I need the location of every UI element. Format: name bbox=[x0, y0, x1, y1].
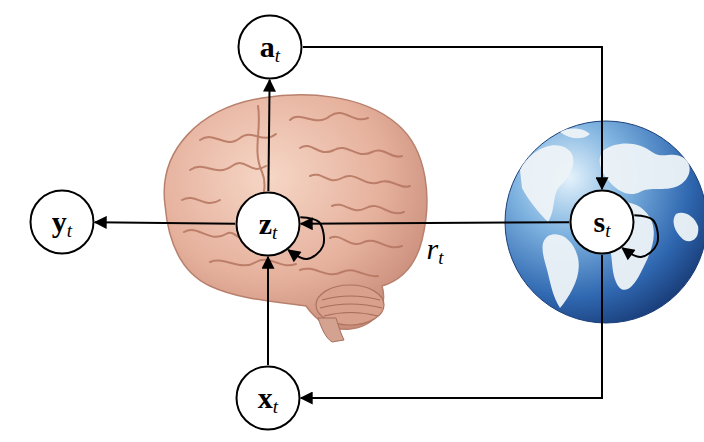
brain-picture bbox=[164, 95, 427, 342]
state-circle: xt bbox=[235, 365, 301, 431]
flow-arrow bbox=[267, 257, 269, 365]
signal-label: rt bbox=[427, 234, 444, 264]
flow-arrow bbox=[301, 222, 569, 224]
variable-name: st bbox=[594, 207, 611, 237]
flow-arrow bbox=[303, 47, 602, 189]
variable-name: zt bbox=[259, 209, 278, 239]
state-circle: yt bbox=[29, 189, 95, 255]
state-circle: zt bbox=[235, 191, 301, 257]
variable-name: xt bbox=[258, 383, 278, 413]
variable-name: yt bbox=[52, 207, 72, 237]
variable-name: at bbox=[260, 32, 280, 62]
flow-arrow bbox=[95, 222, 235, 223]
state-circle: at bbox=[237, 14, 303, 80]
state-circle: st bbox=[569, 189, 635, 255]
flow-arrow bbox=[301, 255, 602, 398]
flow-arrow bbox=[268, 80, 269, 191]
